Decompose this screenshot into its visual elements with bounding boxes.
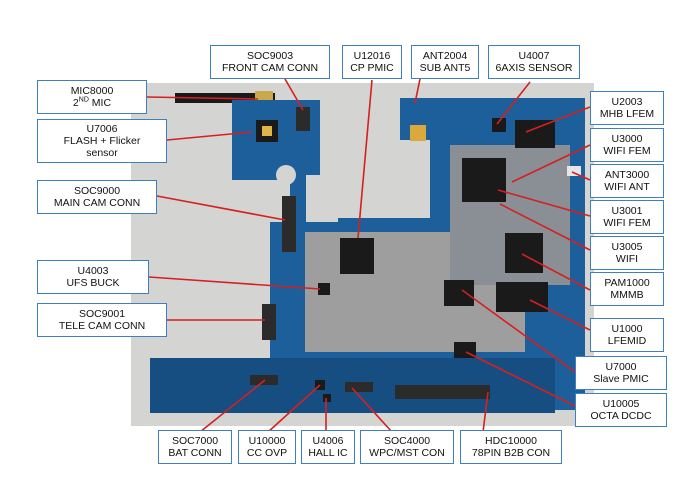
label-soc9000: SOC9000 MAIN CAM CONN bbox=[37, 180, 157, 214]
leader-soc9003 bbox=[284, 78, 304, 111]
leader-lines bbox=[146, 78, 591, 433]
leader-ant3000 bbox=[571, 171, 591, 181]
label-soc4000: SOC4000 WPC/MST CON bbox=[360, 430, 454, 464]
label-soc9001: SOC9001 TELE CAM CONN bbox=[37, 303, 167, 337]
chip-lfemid bbox=[444, 280, 474, 306]
label-mic8000: MIC8000 2ND MIC bbox=[37, 80, 147, 114]
chip-cp-pmic bbox=[340, 238, 374, 274]
label-u7006: U7006 FLASH + Flicker sensor bbox=[37, 119, 167, 163]
label-u7000: U7000 Slave PMIC bbox=[575, 356, 667, 390]
leader-u10000 bbox=[267, 384, 321, 433]
leader-soc4000 bbox=[351, 387, 393, 433]
leader-u12016 bbox=[357, 79, 373, 239]
label-u2003: U2003 MHB LFEM bbox=[590, 91, 664, 125]
label-ant3000: ANT3000 WIFI ANT bbox=[590, 164, 664, 198]
wpc-connector bbox=[345, 382, 373, 392]
label-soc9003: SOC9003 FRONT CAM CONN bbox=[210, 45, 330, 79]
chip-mmmb bbox=[496, 282, 548, 312]
leader-u2003 bbox=[525, 106, 591, 133]
leader-u7000 bbox=[461, 289, 576, 373]
leader-u7006 bbox=[166, 131, 253, 141]
leader-u1000 bbox=[529, 299, 591, 331]
label-u4006: U4006 HALL IC bbox=[301, 430, 355, 464]
leader-u4003 bbox=[148, 276, 321, 290]
leader-hdc10000 bbox=[482, 391, 489, 433]
front-cam-connector bbox=[296, 107, 310, 131]
label-pam1000: PAM1000 MMMB bbox=[590, 272, 664, 306]
mounting-hole bbox=[276, 165, 296, 185]
leader-u10005 bbox=[465, 351, 576, 407]
wifi-ant-pad bbox=[567, 166, 581, 176]
leader-u3001 bbox=[497, 189, 591, 217]
label-u1000: U1000 LFEMID bbox=[590, 318, 664, 352]
label-u3001: U3001 WIFI FEM bbox=[590, 200, 664, 234]
label-u10005: U10005 OCTA DCDC bbox=[575, 393, 667, 427]
leader-soc9000 bbox=[156, 195, 286, 221]
flash-sensor-pad bbox=[262, 126, 272, 136]
label-u10000: U10000 CC OVP bbox=[238, 430, 296, 464]
leader-ant2004 bbox=[414, 78, 421, 104]
label-soc7000: SOC7000 BAT CONN bbox=[158, 430, 232, 464]
b2b-connector bbox=[395, 385, 490, 399]
label-hdc10000: HDC10000 78PIN B2B CON bbox=[460, 430, 562, 464]
chip-mhb-lfem bbox=[515, 120, 555, 148]
leader-soc7000 bbox=[199, 379, 266, 433]
pcb-left-arm bbox=[232, 100, 320, 230]
leader-pam1000 bbox=[521, 253, 591, 291]
label-u3005: U3005 WIFI bbox=[590, 236, 664, 270]
label-u3000: U3000 WIFI FEM bbox=[590, 128, 664, 162]
chip-ufs-buck bbox=[318, 283, 330, 295]
leader-u3005 bbox=[499, 203, 591, 251]
chip-wifi-fem bbox=[462, 158, 506, 202]
label-u12016: U12016 CP PMIC bbox=[342, 45, 402, 79]
tele-cam-connector bbox=[262, 304, 276, 340]
chip-6axis bbox=[492, 118, 506, 132]
sub-ant-pad bbox=[410, 125, 426, 141]
label-ant2004: ANT2004 SUB ANT5 bbox=[411, 45, 479, 79]
main-cam-connector bbox=[282, 196, 296, 252]
leader-u4007 bbox=[496, 81, 531, 125]
label-u4007: U4007 6AXIS SENSOR bbox=[488, 45, 580, 79]
chip-wifi bbox=[505, 233, 543, 273]
leader-mic8000 bbox=[146, 96, 259, 100]
label-u4003: U4003 UFS BUCK bbox=[37, 260, 149, 294]
leader-u3000 bbox=[511, 144, 591, 183]
hall-ic bbox=[323, 394, 331, 402]
